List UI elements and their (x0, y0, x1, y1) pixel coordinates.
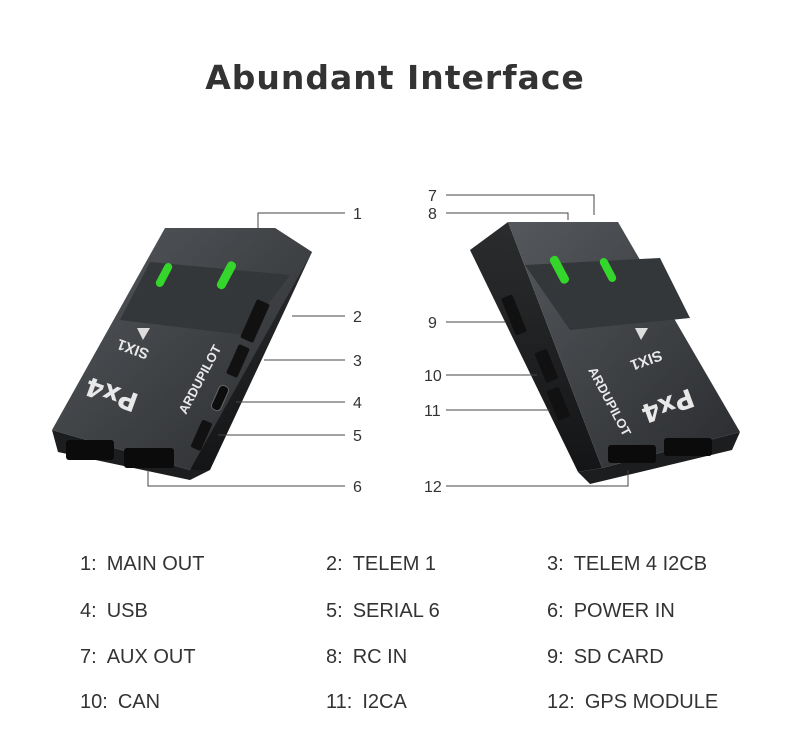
legend-item: 9: SD CARD (547, 646, 664, 669)
right-port-i2ca (547, 387, 570, 421)
left-led-1 (155, 263, 173, 287)
right-device-side (470, 222, 602, 472)
right-flight-controller: SIX1 Px4 ARDUPILOT (470, 222, 740, 484)
legend-label: SERIAL 6 (352, 600, 440, 622)
right-port-sd (501, 294, 527, 336)
left-device-top (52, 228, 312, 470)
callout-4: 4 (353, 395, 362, 412)
right-led-1 (549, 255, 570, 284)
page-title: Abundant Interface (205, 58, 585, 97)
legend-label: USB (106, 600, 148, 622)
legend-item: 6: POWER IN (547, 600, 675, 623)
left-port-telem1 (240, 299, 270, 343)
legend-number: 12: (547, 691, 575, 713)
legend-item: 5: SERIAL 6 (326, 600, 440, 623)
legend-item: 4: USB (80, 600, 148, 623)
callout-3: 3 (353, 353, 362, 370)
legend-label: MAIN OUT (106, 553, 205, 575)
callout-line-12 (446, 470, 629, 487)
legend-item: 12: GPS MODULE (547, 691, 718, 714)
device-illustration: SIX1 Px4 ARDUPILOT SIX1 Px4 ARDUPILOT 1 … (52, 188, 740, 496)
legend-label: TELEM 4 I2CB (573, 553, 708, 575)
legend-item: 7: AUX OUT (80, 646, 196, 669)
legend-number: 1: (80, 553, 97, 575)
legend-number: 7: (80, 646, 97, 668)
left-port-telem4 (226, 344, 250, 378)
legend-label: CAN (117, 691, 161, 713)
legend-label: SD CARD (573, 646, 664, 668)
legend-label: GPS MODULE (584, 691, 719, 713)
right-port-can (535, 349, 558, 383)
callout-line-8 (446, 212, 569, 220)
legend-item: 3: TELEM 4 I2CB (547, 553, 707, 576)
left-callout-numbers: 1 2 3 4 5 6 (353, 206, 362, 496)
callout-10: 10 (424, 368, 442, 385)
legend-number: 2: (326, 553, 343, 575)
legend-number: 8: (326, 646, 343, 668)
interface-legend: 1: MAIN OUT 2: TELEM 1 3: TELEM 4 I2CB 4: US… (0, 548, 790, 748)
left-led-2 (216, 261, 237, 290)
legend-number: 9: (547, 646, 564, 668)
left-arrow-icon (137, 328, 150, 340)
right-port-gps-1 (608, 445, 656, 463)
legend-number: 11: (326, 691, 353, 713)
callout-6: 6 (353, 479, 362, 496)
legend-item: 8: RC IN (326, 646, 407, 669)
left-callout-lines (147, 212, 345, 487)
right-port-gps-2 (664, 438, 712, 456)
legend-label: RC IN (352, 646, 408, 668)
right-callout-lines (446, 194, 629, 487)
callout-12: 12 (424, 479, 442, 496)
legend-item: 10: CAN (80, 691, 160, 714)
legend-number: 6: (547, 600, 564, 622)
callout-line-7 (446, 194, 595, 215)
callout-1: 1 (353, 206, 362, 223)
legend-label: AUX OUT (106, 646, 196, 668)
left-port-power-2 (124, 448, 174, 468)
legend-number: 3: (547, 553, 564, 575)
callout-5: 5 (353, 428, 362, 445)
legend-number: 4: (80, 600, 97, 622)
left-port-serial6 (190, 419, 212, 451)
legend-label: TELEM 1 (352, 553, 437, 575)
legend-label: I2CA (362, 691, 407, 713)
legend-label: POWER IN (573, 600, 675, 622)
callout-9: 9 (428, 315, 437, 332)
legend-item: 11: I2CA (326, 691, 407, 714)
callout-7: 7 (428, 188, 437, 205)
left-port-power-1 (66, 440, 114, 460)
legend-item: 1: MAIN OUT (80, 553, 204, 576)
callout-8: 8 (428, 206, 437, 223)
callout-11: 11 (424, 403, 441, 420)
legend-item: 2: TELEM 1 (326, 553, 436, 576)
left-flight-controller: SIX1 Px4 ARDUPILOT (52, 228, 312, 480)
callout-2: 2 (353, 309, 362, 326)
legend-number: 5: (326, 600, 343, 622)
callout-line-1 (257, 212, 345, 228)
legend-number: 10: (80, 691, 108, 713)
right-arrow-icon (635, 328, 648, 340)
left-port-usb (210, 384, 230, 412)
right-callout-numbers: 7 8 9 10 11 12 (424, 188, 442, 496)
callout-line-6 (147, 470, 345, 487)
right-led-2 (599, 258, 617, 282)
